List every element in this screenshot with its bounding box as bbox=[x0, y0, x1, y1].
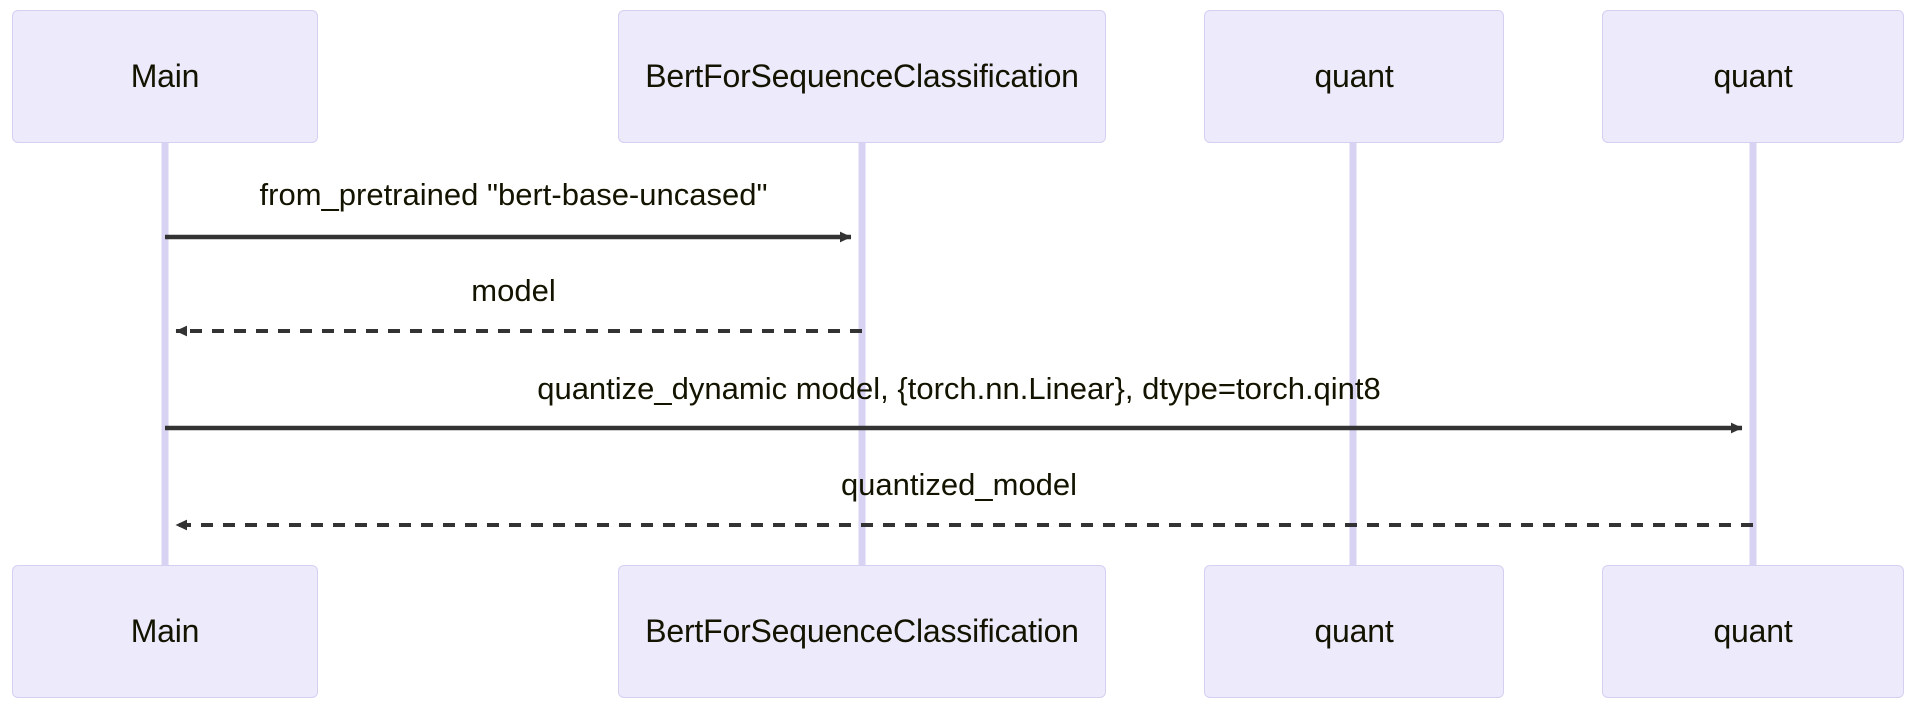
participant-box-quant1-top[interactable]: quant bbox=[1204, 10, 1504, 143]
participant-label-bert-top: BertForSequenceClassification bbox=[645, 58, 1079, 94]
participant-label-bert-bottom: BertForSequenceClassification bbox=[645, 613, 1079, 649]
lifeline-main bbox=[161, 143, 169, 565]
participant-box-main-bottom[interactable]: Main bbox=[12, 565, 318, 698]
message-label-m4: quantized_model bbox=[840, 467, 1078, 502]
participant-label-main-bottom: Main bbox=[130, 613, 200, 649]
participant-label-main-top: Main bbox=[130, 58, 200, 94]
lifeline-quant2 bbox=[1749, 143, 1757, 565]
participant-box-quant1-bottom[interactable]: quant bbox=[1204, 565, 1504, 698]
participant-label-quant2-top: quant bbox=[1713, 58, 1793, 94]
participant-label-quant1-bottom: quant bbox=[1314, 613, 1394, 649]
lifeline-quant1 bbox=[1349, 143, 1357, 565]
message-label-m1: from_pretrained "bert-base-uncased" bbox=[259, 177, 768, 212]
message-label-m2: model bbox=[471, 273, 556, 308]
message-label-m3: quantize_dynamic model, {torch.nn.Linear… bbox=[537, 371, 1381, 406]
participant-label-quant1-top: quant bbox=[1314, 58, 1394, 94]
message-arrows-group bbox=[165, 231, 1753, 531]
participant-box-bert-top[interactable]: BertForSequenceClassification bbox=[618, 10, 1106, 143]
participant-box-quant2-top[interactable]: quant bbox=[1602, 10, 1904, 143]
lifelines-group bbox=[161, 143, 1757, 565]
lifeline-bert bbox=[858, 143, 866, 565]
participant-box-quant2-bottom[interactable]: quant bbox=[1602, 565, 1904, 698]
participant-label-quant2-bottom: quant bbox=[1713, 613, 1793, 649]
participant-box-bert-bottom[interactable]: BertForSequenceClassification bbox=[618, 565, 1106, 698]
participant-box-main-top[interactable]: Main bbox=[12, 10, 318, 143]
